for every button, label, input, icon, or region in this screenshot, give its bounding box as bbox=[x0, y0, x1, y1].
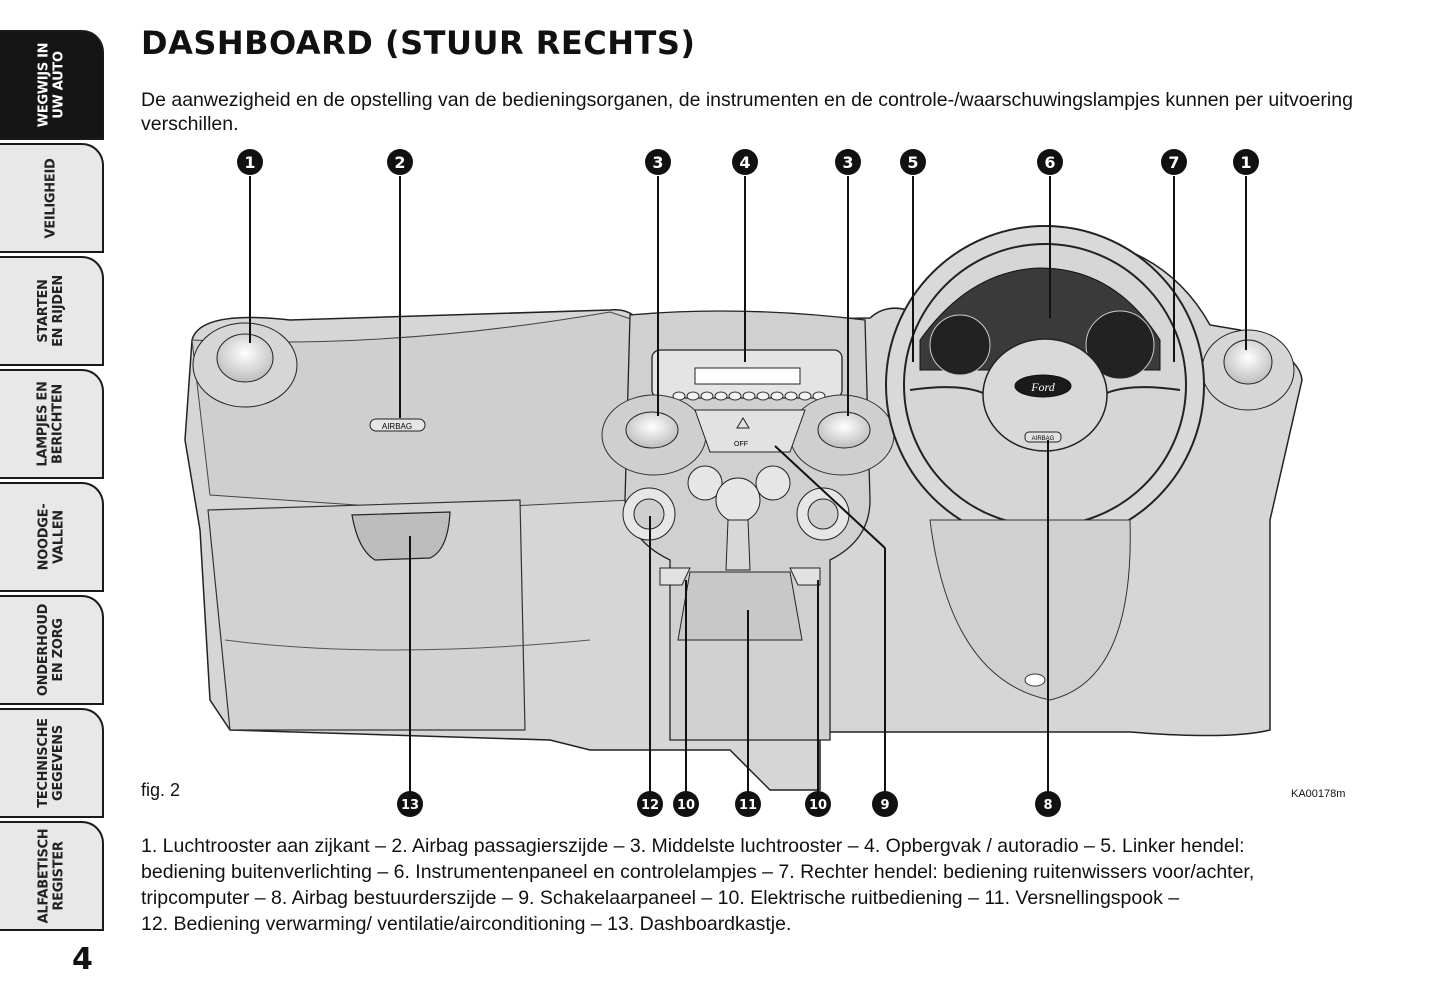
intro-text: De aanwezigheid en de opstelling van de … bbox=[141, 89, 1353, 135]
callout-6 bbox=[1037, 149, 1063, 175]
callout-2 bbox=[387, 149, 413, 175]
center-vent-left bbox=[625, 411, 679, 449]
tab-veiligheid[interactable]: VEILIGHEID bbox=[0, 143, 104, 253]
passenger-airbag-label: AIRBAG bbox=[382, 422, 412, 431]
dashboard-illustration: OFF AIRBAG Ford AIRBAG bbox=[184, 149, 1303, 817]
callout-label: 1 bbox=[244, 153, 255, 172]
callout-label: 13 bbox=[401, 798, 419, 813]
speedometer bbox=[1085, 310, 1155, 380]
callout-label: 1 bbox=[1240, 153, 1251, 172]
recirc-button bbox=[755, 465, 791, 501]
gear-boot bbox=[677, 571, 803, 641]
glovebox bbox=[207, 499, 526, 731]
callout-12 bbox=[637, 791, 663, 817]
callout-7 bbox=[1161, 149, 1187, 175]
callout-label: 3 bbox=[652, 153, 663, 172]
callout-label: 11 bbox=[739, 798, 757, 813]
tab-register[interactable]: ALFABETISCH REGISTER bbox=[0, 821, 104, 931]
driver-airbag-badge bbox=[1024, 431, 1062, 443]
driver-lower-panel bbox=[929, 519, 1131, 701]
switch-off-label: OFF bbox=[734, 441, 748, 448]
tab-label: NOODGE- VALLEN bbox=[36, 503, 66, 571]
tab-label: WEGWIJS IN UW AUTO bbox=[35, 42, 66, 128]
callout-3-right bbox=[835, 149, 861, 175]
callout-10-left bbox=[673, 791, 699, 817]
brand-badge bbox=[1014, 374, 1072, 398]
bottom-callouts: 13 12 10 11 10 9 8 bbox=[397, 791, 1061, 817]
figure-label: fig. 2 bbox=[141, 780, 181, 800]
tab-label: ALFABETISCH REGISTER bbox=[36, 828, 66, 924]
tab-label: LAMPJES EN BERICHTEN bbox=[36, 381, 66, 467]
figure-caption: 1. Luchtrooster aan zijkant – 2. Airbag … bbox=[141, 833, 1361, 937]
switch-panel bbox=[694, 409, 806, 453]
dashboard-figure: OFF AIRBAG Ford AIRBAG bbox=[130, 140, 1370, 830]
caption-line: tripcomputer – 8. Airbag bestuurderszijd… bbox=[141, 887, 1180, 909]
caption-line: 12. Bediening verwarming/ ventilatie/air… bbox=[141, 913, 792, 935]
side-vent-right bbox=[1223, 339, 1273, 385]
callout-5 bbox=[900, 149, 926, 175]
side-vent-left bbox=[216, 333, 274, 383]
driver-airbag-label: AIRBAG bbox=[1032, 436, 1055, 442]
leader-lines bbox=[249, 176, 1247, 792]
top-callouts: 1 2 3 4 3 5 6 7 1 bbox=[237, 149, 1259, 175]
tab-label: STARTEN EN RIJDEN bbox=[35, 275, 66, 347]
caption-line: bediening buitenverlichting – 6. Instrum… bbox=[141, 861, 1255, 883]
callout-13 bbox=[397, 791, 423, 817]
tab-wegwijs[interactable]: WEGWIJS IN UW AUTO bbox=[0, 30, 104, 140]
tab-technische[interactable]: TECHNISCHE GEGEVENS bbox=[0, 708, 104, 818]
brand-label: Ford bbox=[1030, 380, 1056, 394]
callout-label: 9 bbox=[880, 798, 889, 813]
window-switch-right bbox=[789, 567, 821, 586]
callout-3-left bbox=[645, 149, 671, 175]
window-switch-left bbox=[659, 567, 691, 586]
passenger-airbag-badge bbox=[369, 418, 426, 432]
callout-8 bbox=[1035, 791, 1061, 817]
figure-code: KA00178m bbox=[1291, 788, 1346, 800]
callout-label: 2 bbox=[394, 153, 405, 172]
radio-buttons bbox=[672, 391, 826, 401]
callout-9 bbox=[872, 791, 898, 817]
glovebox-handle bbox=[351, 511, 451, 561]
callout-4 bbox=[732, 149, 758, 175]
rev-counter bbox=[929, 314, 991, 376]
tab-starten[interactable]: STARTEN EN RIJDEN bbox=[0, 256, 104, 366]
callout-label: 3 bbox=[842, 153, 853, 172]
caption-line: 1. Luchtrooster aan zijkant – 2. Airbag … bbox=[141, 835, 1245, 857]
callout-11 bbox=[735, 791, 761, 817]
tab-onderhoud[interactable]: ONDERHOUD EN ZORG bbox=[0, 595, 104, 705]
callout-label: 7 bbox=[1168, 153, 1179, 172]
callout-label: 4 bbox=[739, 153, 750, 172]
gear-knob bbox=[715, 477, 761, 523]
callout-label: 6 bbox=[1044, 153, 1055, 172]
center-vent-right bbox=[817, 411, 871, 449]
callout-1-left bbox=[237, 149, 263, 175]
callout-10-right bbox=[805, 791, 831, 817]
callout-label: 8 bbox=[1043, 798, 1052, 813]
callout-label: 12 bbox=[641, 798, 659, 813]
tab-label: TECHNISCHE GEGEVENS bbox=[36, 718, 66, 808]
callout-label: 10 bbox=[677, 798, 695, 813]
callout-1-right bbox=[1233, 149, 1259, 175]
callout-label: 5 bbox=[907, 153, 918, 172]
tab-lampjes[interactable]: LAMPJES EN BERICHTEN bbox=[0, 369, 104, 479]
page-title: DASHBOARD (STUUR RECHTS) bbox=[141, 24, 696, 62]
tab-noodgevallen[interactable]: NOODGE- VALLEN bbox=[0, 482, 104, 592]
callout-label: 10 bbox=[809, 798, 827, 813]
radio-display bbox=[694, 367, 801, 385]
hazard-icon bbox=[736, 417, 750, 429]
ac-button bbox=[687, 465, 723, 501]
tab-label: ONDERHOUD EN ZORG bbox=[35, 603, 66, 697]
tab-label: VEILIGHEID bbox=[43, 158, 59, 238]
page-number: 4 bbox=[72, 942, 93, 977]
